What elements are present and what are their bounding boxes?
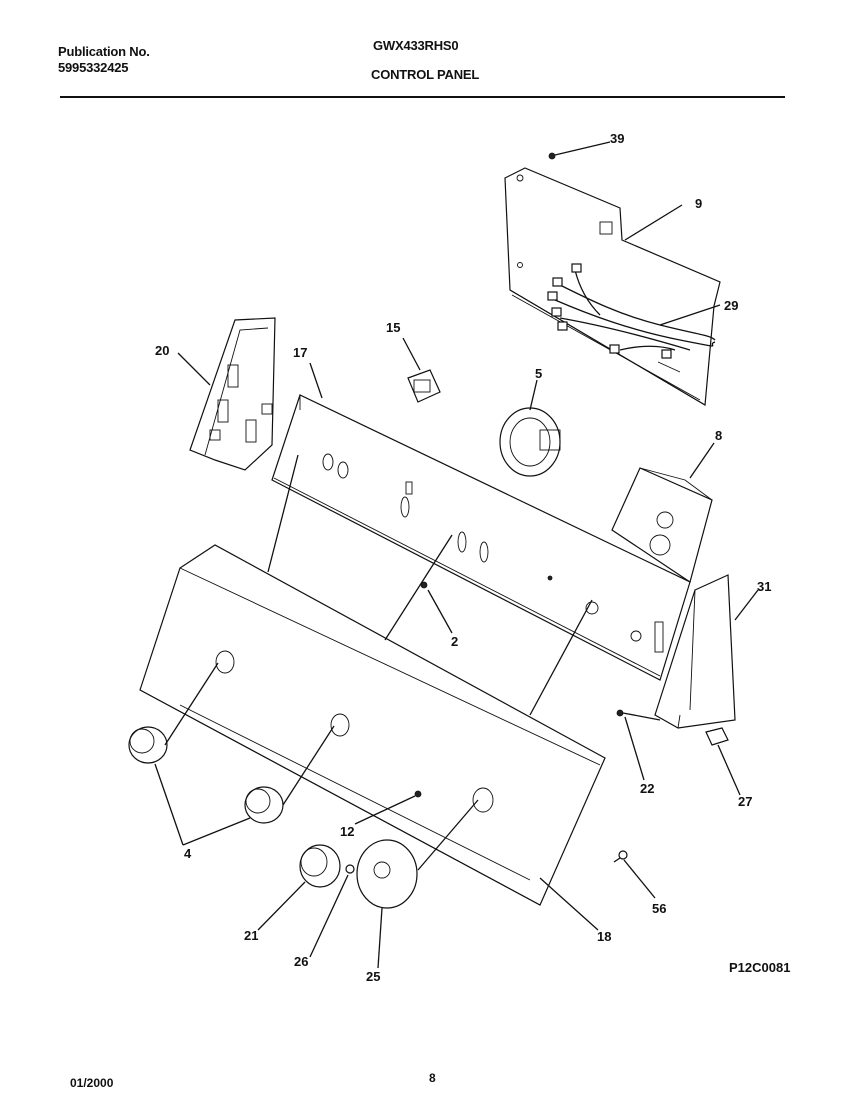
callout-4: 4 xyxy=(184,846,192,861)
part-31-end-cap xyxy=(654,574,736,729)
part-25-skirt xyxy=(356,839,418,909)
leader-lines xyxy=(154,204,759,969)
part-22-screw xyxy=(616,709,661,721)
part-8-timer xyxy=(611,467,713,583)
part-12-screw xyxy=(414,790,422,798)
footer-date: 01/2000 xyxy=(70,1076,114,1090)
callout-22: 22 xyxy=(640,781,654,796)
part-29-wire-harness xyxy=(547,263,716,373)
callout-2: 2 xyxy=(451,634,458,649)
callout-15: 15 xyxy=(386,320,400,335)
part-2-screw xyxy=(420,581,428,589)
part-18-console xyxy=(139,544,606,906)
figure-code: P12C0081 xyxy=(729,960,790,975)
callout-31: 31 xyxy=(757,579,771,594)
publication-number: 5995332425 xyxy=(58,60,129,75)
callout-8: 8 xyxy=(715,428,722,443)
part-15-switch xyxy=(407,369,441,403)
part-27-clip xyxy=(705,727,729,746)
page-number: 8 xyxy=(429,1071,436,1085)
callout-26: 26 xyxy=(294,954,308,969)
part-21-knob xyxy=(299,844,341,888)
header-rule xyxy=(60,96,785,98)
callout-9: 9 xyxy=(695,196,702,211)
part-5-selector xyxy=(499,407,561,477)
callout-29: 29 xyxy=(724,298,738,313)
callout-18: 18 xyxy=(597,929,611,944)
callout-27: 27 xyxy=(738,794,752,809)
part-9-bracket xyxy=(504,167,721,406)
callout-20: 20 xyxy=(155,343,169,358)
part-39-screw xyxy=(548,141,611,160)
callout-21: 21 xyxy=(244,928,258,943)
callout-12: 12 xyxy=(340,824,354,839)
part-26-washer xyxy=(345,864,355,874)
part-20-end-cap xyxy=(189,317,276,471)
model-number: GWX433RHS0 xyxy=(373,38,459,53)
part-4-knobs xyxy=(128,726,284,824)
callout-5: 5 xyxy=(535,366,542,381)
publication-label: Publication No. xyxy=(58,44,150,59)
callout-17: 17 xyxy=(293,345,307,360)
section-title: CONTROL PANEL xyxy=(371,67,480,82)
part-56-screw xyxy=(613,850,628,863)
callout-56: 56 xyxy=(652,901,666,916)
callout-39: 39 xyxy=(610,131,624,146)
callout-25: 25 xyxy=(366,969,380,984)
